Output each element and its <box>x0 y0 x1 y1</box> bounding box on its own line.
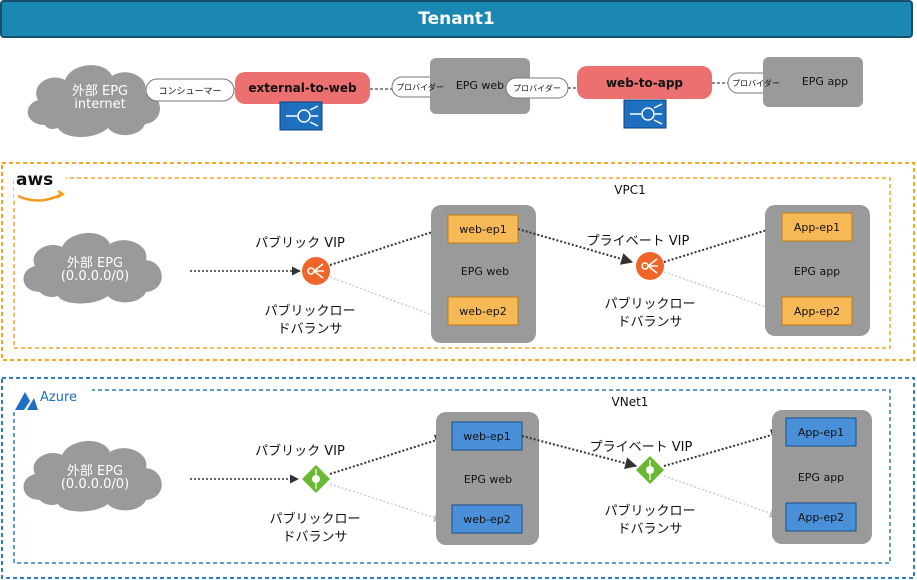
contract-web-to-app <box>577 66 712 99</box>
web-ep1-azure: web-ep1 <box>463 429 511 443</box>
azure-logo-mark <box>15 392 38 410</box>
contract-filter-icon <box>279 101 323 131</box>
lb-label-public-aws-1: パブリックロー <box>264 304 356 319</box>
app-ep1-aws-box <box>781 212 853 242</box>
app-ep2-aws: App-ep2 <box>793 304 841 318</box>
app-ep2-azure: App-ep2 <box>797 510 845 524</box>
private-vip-azure: プライベート VIP <box>589 440 693 455</box>
aws-vpc-border <box>13 177 891 349</box>
external-epg-cloud-top <box>27 65 160 137</box>
external-epg-azure-line2: (0.0.0.0/0) <box>60 477 130 492</box>
epg-app-top-label: EPG app <box>801 74 849 88</box>
lb-label-private-aws-2: ドバランサ <box>617 315 683 330</box>
app-ep1-azure-box <box>785 417 857 447</box>
external-epg-aws-line2: (0.0.0.0/0) <box>60 269 130 284</box>
app-ep2-azure-box <box>785 502 857 532</box>
aws-load-balancer-icon <box>302 257 330 285</box>
consumer-label: コンシューマー <box>158 86 222 97</box>
external-epg-aws-line1: 外部 EPG <box>66 256 124 271</box>
epg-web-aws-label: EPG web <box>460 264 510 278</box>
web-ep2-azure-box <box>451 504 523 534</box>
lb-label-private-azure-1: パブリックロー <box>604 504 696 519</box>
web-ep2-aws-box <box>447 296 519 326</box>
consumer-bubble <box>145 78 235 102</box>
web-ep2-azure: web-ep2 <box>463 512 511 526</box>
app-ep2-aws-box <box>781 296 853 326</box>
web-ep2-aws: web-ep2 <box>459 304 507 318</box>
public-vip-aws: パブリック VIP <box>255 236 345 251</box>
azure-logo-text: Azure <box>40 390 78 405</box>
public-vip-azure: パブリック VIP <box>255 444 345 459</box>
lb-label-public-aws-2: ドバランサ <box>277 322 343 337</box>
provider-label-3: プロバイダー <box>732 78 780 88</box>
provider-label-1: プロバイダー <box>396 82 444 92</box>
external-epg-cloud-aws <box>23 233 162 304</box>
aws-logo-smile <box>17 192 63 202</box>
provider-label-2: プロバイダー <box>513 83 561 93</box>
azure-load-balancer-icon <box>636 456 664 484</box>
aws-logo-text: aws <box>16 170 54 190</box>
external-epg-azure-line1: 外部 EPG <box>66 464 124 479</box>
contract-external-to-web-label: external-to-web <box>248 81 357 95</box>
external-epg-top-line2: internet <box>74 97 126 112</box>
contract-external-to-web <box>235 72 370 104</box>
epg-web-azure-label: EPG web <box>463 472 513 486</box>
aws-region-border <box>1 162 915 361</box>
external-epg-top-line1: 外部 EPG <box>71 84 129 99</box>
private-vip-aws: プライベート VIP <box>586 234 690 249</box>
aws-load-balancer-icon <box>636 252 664 280</box>
lb-label-public-azure-2: ドバランサ <box>282 530 348 545</box>
web-ep1-aws: web-ep1 <box>459 222 507 236</box>
lb-label-private-azure-2: ドバランサ <box>617 522 683 537</box>
web-ep1-azure-box <box>451 421 523 451</box>
vnet-label: VNet1 <box>611 395 649 409</box>
azure-vnet-border <box>13 389 891 564</box>
epg-web-top-label: EPG web <box>455 78 505 92</box>
azure-load-balancer-icon <box>302 465 330 493</box>
contract-filter-icon <box>623 99 667 129</box>
app-ep1-aws: App-ep1 <box>793 220 841 234</box>
epg-app-top <box>763 57 863 107</box>
lb-label-public-azure-1: パブリックロー <box>269 512 361 527</box>
azure-region-border <box>1 377 915 579</box>
contract-web-to-app-label: web-to-app <box>605 75 684 90</box>
epg-app-azure-label: EPG app <box>797 470 845 484</box>
epg-app-aws-label: EPG app <box>793 264 841 278</box>
external-epg-cloud-azure <box>23 441 162 512</box>
tenant-title: Tenant1 <box>0 0 913 38</box>
lb-label-private-aws-1: パブリックロー <box>604 297 696 312</box>
app-ep1-azure: App-ep1 <box>797 425 845 439</box>
vpc-label: VPC1 <box>614 183 646 197</box>
epg-web-top <box>430 58 530 114</box>
